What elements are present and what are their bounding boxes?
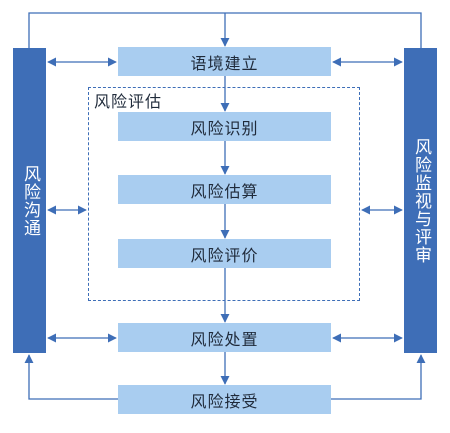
risk-communication-label: 风险沟通 [20, 164, 40, 237]
risk-acceptance-box: 风险接受 [118, 385, 331, 414]
risk-monitoring-review-bar: 风险监视与评审 [404, 48, 437, 353]
context-establishment-box: 语境建立 [118, 47, 331, 76]
risk-assessment-frame [88, 87, 360, 301]
risk-communication-bar: 风险沟通 [13, 48, 46, 353]
risk-monitoring-review-label: 风险监视与评审 [411, 137, 431, 264]
risk-treatment-box: 风险处置 [118, 323, 331, 352]
risk-analysis-box: 风险估算 [118, 175, 331, 204]
risk-identification-box: 风险识别 [118, 112, 331, 141]
risk-evaluation-box: 风险评价 [118, 239, 331, 268]
bottom-loop-left [24, 354, 118, 400]
risk-assessment-title: 风险评估 [94, 92, 163, 111]
bottom-loop-right [331, 354, 426, 400]
